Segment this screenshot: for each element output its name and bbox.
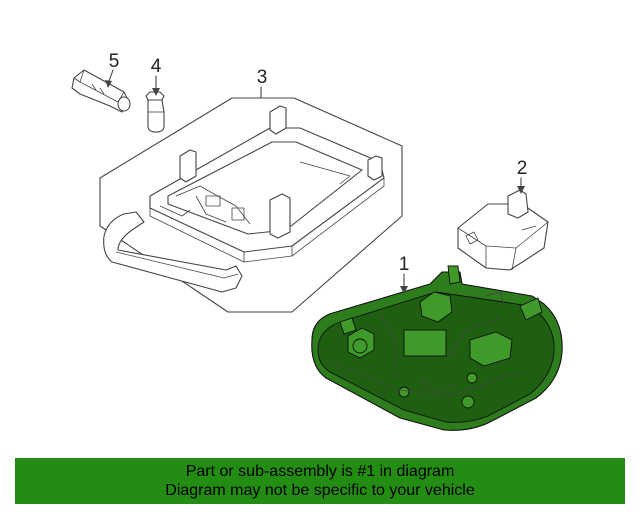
banner-line-part-number: Part or sub-assembly is #1 in diagram: [185, 463, 455, 480]
callout-1-number: 1: [399, 254, 410, 275]
part-3-lens-strip[interactable]: [103, 211, 243, 293]
callout-3-number: 3: [257, 67, 268, 88]
part-2-module[interactable]: [457, 189, 549, 271]
callout-2-number: 2: [517, 158, 528, 179]
callout-3: 3: [257, 67, 268, 99]
part-5-bulb-socket[interactable]: [71, 69, 131, 113]
callout-4-number: 4: [151, 56, 162, 77]
part-1-overhead-console[interactable]: [311, 265, 563, 431]
callout-1: 1: [399, 254, 410, 294]
banner-line-disclaimer: Diagram may not be specific to your vehi…: [165, 482, 475, 499]
callout-2: 2: [517, 158, 528, 194]
callout-4: 4: [151, 56, 162, 96]
callout-5: 5: [105, 51, 119, 88]
part-3-console-housing[interactable]: [149, 105, 385, 263]
callout-5-number: 5: [109, 51, 120, 72]
part-4-bulb[interactable]: [145, 91, 165, 133]
part-info-banner: Part or sub-assembly is #1 in diagram Di…: [15, 458, 625, 504]
